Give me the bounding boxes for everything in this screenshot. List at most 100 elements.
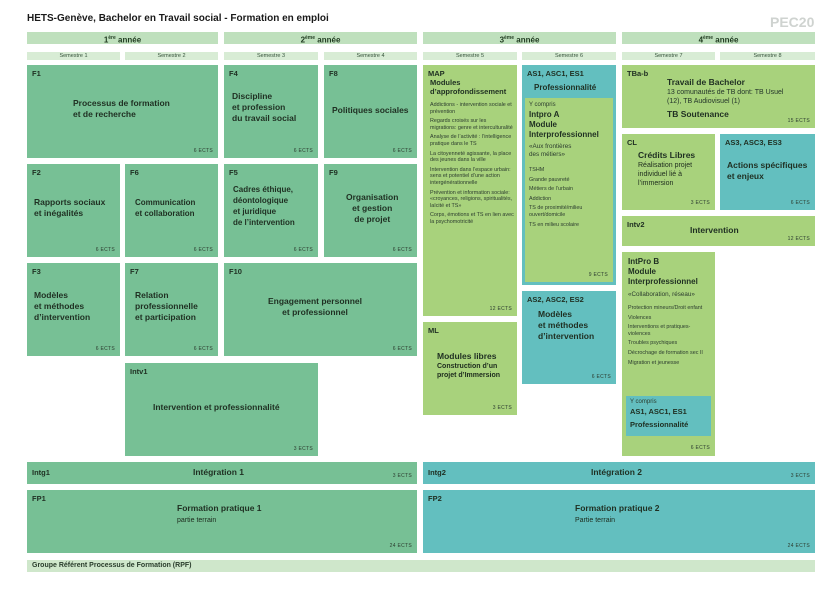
- module-code: F3: [32, 267, 41, 276]
- module-f8[interactable]: F8 Politiques sociales 6 ECTS: [324, 65, 417, 158]
- module-code: Intv1: [130, 367, 148, 376]
- module-title: Formation pratique 1: [177, 503, 262, 513]
- map-topic: Addictions - intervention sociale et pré…: [430, 102, 512, 115]
- module-title: IntPro B Module Interprofessionnel: [628, 257, 698, 286]
- module-title: Organisation et gestion de projet: [346, 192, 399, 224]
- module-subtitle: partie terrain: [177, 517, 217, 524]
- module-ects: 6 ECTS: [293, 247, 313, 253]
- intpro-b-topic: Interventions et pratiques-violences: [628, 324, 691, 337]
- module-ects: 6 ECTS: [193, 346, 213, 352]
- module-f4[interactable]: F4 Discipline et profession du travail s…: [224, 65, 318, 158]
- intpro-b-topic-list: Protection mineurs/Droit enfant Violence…: [628, 305, 712, 369]
- module-title: Intpro A Module Interprofessionnel: [529, 110, 599, 139]
- module-f7[interactable]: F7 Relation professionnelle et participa…: [125, 263, 218, 356]
- map-topic: Regards croisés sur les migrations: genr…: [430, 118, 513, 131]
- module-ects: 6 ECTS: [591, 374, 611, 380]
- module-title: Modules d’approfondissement: [430, 78, 507, 96]
- intpro-b-topic: Migration et jeunesse: [628, 359, 680, 366]
- module-ects: 3 ECTS: [790, 473, 810, 479]
- module-intg2[interactable]: Intg2 Intégration 2 3 ECTS: [423, 462, 815, 484]
- year-header-2: 2ème année: [224, 32, 417, 45]
- module-intv2[interactable]: Intv2 Intervention 12 ECTS: [622, 216, 815, 246]
- intpro-b-topic: Troubles psychiques: [628, 340, 678, 347]
- intpro-a-topic: Grande pauvreté: [529, 176, 570, 183]
- module-f2[interactable]: F2 Rapports sociaux et inégalités 6 ECTS: [27, 164, 120, 257]
- module-f5[interactable]: F5 Cadres éthique, déontologique et juri…: [224, 164, 318, 257]
- module-as1-inner[interactable]: Y compris AS1, ASC1, ES1 Professionnalit…: [626, 396, 711, 436]
- module-code: TBa-b: [627, 69, 649, 78]
- module-title: Intervention et professionnalité: [153, 402, 280, 412]
- module-intpro-b[interactable]: IntPro B Module Interprofessionnel «Coll…: [622, 252, 715, 456]
- module-title: Communication et collaboration: [135, 198, 196, 218]
- module-ects: 3 ECTS: [392, 473, 412, 479]
- semester-2: Semestre 2: [125, 52, 218, 60]
- module-ects: 24 ECTS: [787, 543, 810, 549]
- module-ects: 3 ECTS: [293, 446, 313, 452]
- module-ects: 6 ECTS: [690, 445, 710, 451]
- module-as3[interactable]: AS3, ASC3, ES3 Actions spécifiques et en…: [720, 134, 815, 210]
- module-ects: 15 ECTS: [787, 118, 810, 124]
- module-ects: 6 ECTS: [392, 346, 412, 352]
- module-f1[interactable]: F1 Processus de formation et de recherch…: [27, 65, 218, 158]
- footer-text: Groupe Référent Processus de Formation (…: [32, 562, 192, 569]
- intpro-a-topic: TSHM: [529, 167, 545, 173]
- module-title: Modèles et méthodes d’intervention: [34, 290, 91, 322]
- semester-1: Semestre 1: [27, 52, 120, 60]
- intpro-a-subtitle: «Aux frontières des métiers»: [529, 143, 572, 158]
- module-map[interactable]: MAP Modules d’approfondissement Addictio…: [423, 65, 517, 316]
- module-title: Engagement personnel et professionnel: [268, 296, 362, 317]
- module-ects: 3 ECTS: [492, 405, 512, 411]
- module-detail: 13 comunautés de TB dont: TB Usuel (12),…: [667, 89, 784, 105]
- module-ects: 12 ECTS: [489, 306, 512, 312]
- module-ects: 12 ECTS: [787, 236, 810, 242]
- map-topic: Corps, émotions et TS en lien avec la ps…: [430, 212, 514, 225]
- intpro-a-topic: TS de proximité/milieu ouvert/domicile: [529, 205, 583, 218]
- module-ects: 9 ECTS: [588, 272, 608, 278]
- module-ml[interactable]: ML Modules libres Construction d’un proj…: [423, 322, 517, 415]
- inner-code: AS1, ASC1, ES1: [630, 407, 687, 416]
- module-title: Relation professionnelle et participatio…: [135, 290, 198, 322]
- module-title-2: TB Soutenance: [667, 109, 729, 119]
- module-intpro-a[interactable]: Y compris Intpro A Module Interprofessio…: [525, 98, 613, 282]
- module-detail: Réalisation projet individuel lié à l’im…: [638, 162, 693, 187]
- semester-6: Semestre 6: [522, 52, 616, 60]
- module-code: F4: [229, 69, 238, 78]
- module-subtitle: Construction d’un projet d’Immersion: [437, 363, 501, 379]
- module-code: Intg2: [428, 468, 446, 477]
- module-f3[interactable]: F3 Modèles et méthodes d’intervention 6 …: [27, 263, 120, 356]
- module-code: ML: [428, 326, 439, 335]
- module-code: AS2, ASC2, ES2: [527, 295, 584, 304]
- module-title: Intégration 2: [591, 467, 643, 477]
- map-topic: Analyse de l’activité : l’intelligence p…: [430, 134, 512, 147]
- module-tba-b[interactable]: TBa-b Travail de Bachelor 13 comunautés …: [622, 65, 815, 128]
- map-topic: Prévention et information sociale: «croy…: [430, 189, 513, 209]
- map-topic-list: Addictions - intervention sociale et pré…: [430, 102, 514, 229]
- module-title: Cadres éthique, déontologique et juridiq…: [233, 185, 295, 227]
- module-as2[interactable]: AS2, ASC2, ES2 Modèles et méthodes d’int…: [522, 291, 616, 384]
- module-title: Rapports sociaux et inégalités: [34, 197, 106, 218]
- module-title: Intégration 1: [193, 467, 245, 477]
- module-ects: 6 ECTS: [392, 148, 412, 154]
- module-code: F7: [130, 267, 139, 276]
- module-cl[interactable]: CL Crédits Libres Réalisation projet ind…: [622, 134, 715, 210]
- module-f6[interactable]: F6 Communication et collaboration 6 ECTS: [125, 164, 218, 257]
- module-code: AS3, ASC3, ES3: [725, 138, 782, 147]
- module-intv1[interactable]: Intv1 Intervention et professionnalité 3…: [125, 363, 318, 456]
- module-f9[interactable]: F9 Organisation et gestion de projet 6 E…: [324, 164, 417, 257]
- module-as1-professionnalite[interactable]: AS1, ASC1, ES1 Professionnalité Y compri…: [522, 65, 616, 285]
- module-fp2[interactable]: FP2 Formation pratique 2 Partie terrain …: [423, 490, 815, 553]
- intpro-b-topic: Protection mineurs/Droit enfant: [628, 305, 703, 311]
- page-title: HETS-Genève, Bachelor en Travail social …: [27, 13, 329, 24]
- module-ects: 6 ECTS: [193, 148, 213, 154]
- module-title: Politiques sociales: [332, 105, 409, 115]
- module-title: Modules libres: [437, 351, 497, 361]
- semester-5: Semestre 5: [423, 52, 517, 60]
- module-fp1[interactable]: FP1 Formation pratique 1 partie terrain …: [27, 490, 417, 553]
- module-ects: 3 ECTS: [690, 200, 710, 206]
- module-title: Intervention: [690, 225, 739, 235]
- module-code: Intv2: [627, 220, 645, 229]
- module-intg1[interactable]: Intg1 Intégration 1 3 ECTS: [27, 462, 417, 484]
- module-code: F2: [32, 168, 41, 177]
- module-code: FP2: [428, 494, 442, 503]
- module-f10[interactable]: F10 Engagement personnel et professionne…: [224, 263, 417, 356]
